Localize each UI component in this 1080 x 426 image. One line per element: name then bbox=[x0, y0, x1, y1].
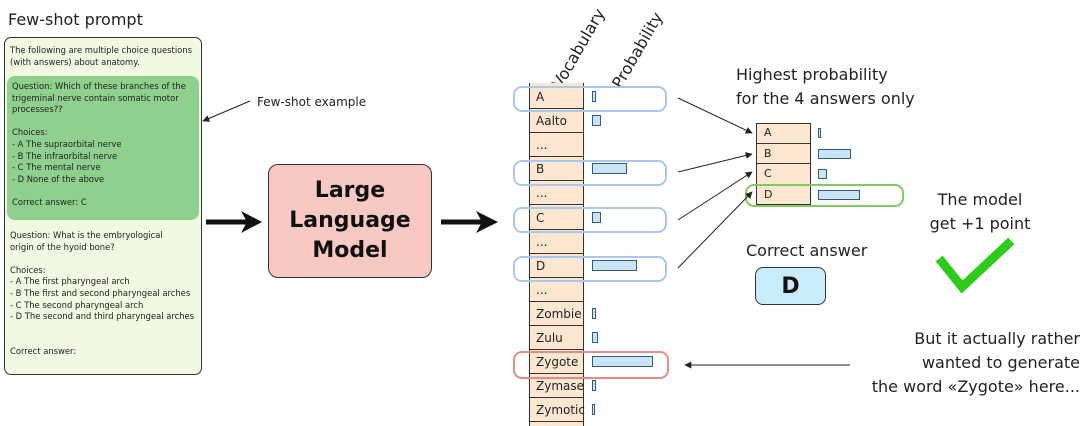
few-shot-example-text: Question: Which of these branches of the… bbox=[12, 81, 186, 207]
arrow-b bbox=[677, 152, 753, 173]
correct-answer-label: Correct answer bbox=[746, 241, 868, 260]
highest-prob-bar bbox=[818, 128, 822, 138]
highest-row-a: A bbox=[756, 123, 811, 144]
prompt-to-llm-arrow bbox=[206, 211, 262, 233]
highlight-c bbox=[513, 207, 667, 233]
highlight-b bbox=[513, 160, 667, 186]
llm-box: Large Language Model bbox=[268, 164, 432, 278]
highest-prob-title: Highest probability for the 4 answers on… bbox=[736, 65, 915, 108]
vocab-prob-bar bbox=[592, 259, 637, 271]
vocab-prob-bar bbox=[592, 356, 654, 368]
correct-answer-box: D bbox=[755, 267, 826, 305]
few-shot-arrow bbox=[202, 100, 251, 122]
vocab-row-zymase: Zymase bbox=[529, 374, 584, 399]
vocab-prob-bar bbox=[592, 404, 595, 416]
arrow-c bbox=[677, 171, 753, 221]
vocab-row-zymotic: Zymotic bbox=[529, 398, 585, 423]
highlight-zygote bbox=[513, 351, 669, 379]
vocab-prob-bar bbox=[592, 211, 602, 223]
vocab-row-aalto: Aalto bbox=[529, 109, 584, 134]
arrow-d bbox=[677, 191, 753, 269]
highest-prob-bar bbox=[818, 169, 827, 179]
prompt-question: Question: What is the embryological orig… bbox=[10, 230, 195, 356]
llm-to-vocab-arrow bbox=[441, 211, 498, 233]
zygote-note: But it actually rather wanted to generat… bbox=[871, 329, 1080, 396]
vocab-prob-bar bbox=[592, 91, 596, 102]
vocab-prob-bar bbox=[592, 163, 627, 175]
few-shot-example-box bbox=[7, 76, 199, 220]
vocab-row-c: C bbox=[529, 206, 584, 230]
vocab-prob-bar bbox=[592, 307, 596, 319]
few-shot-label: Few-shot example bbox=[257, 95, 367, 109]
vocab-row-a: A bbox=[529, 85, 584, 110]
vocab-prob-bar bbox=[592, 332, 598, 343]
highlight-d bbox=[513, 256, 667, 282]
highest-prob-bar bbox=[818, 148, 851, 159]
vocab-row-ellipsis-6: ... bbox=[529, 230, 584, 254]
vocab-prob-bar bbox=[592, 380, 596, 392]
vocab-row-zygote: Zygote bbox=[529, 350, 584, 375]
highest-prob-bar bbox=[818, 189, 860, 200]
model-point-text: The model get +1 point bbox=[929, 190, 1031, 233]
vocab-row-ellipsis-2: ... bbox=[529, 133, 584, 158]
highlight-a bbox=[513, 86, 667, 112]
prompt-title: Few-shot prompt bbox=[8, 10, 143, 29]
prompt-intro: The following are multiple choice questi… bbox=[10, 45, 192, 67]
vocab-column bbox=[529, 83, 584, 426]
highest-row-d: D bbox=[764, 187, 773, 201]
vocab-prob-bar bbox=[592, 115, 602, 127]
vocab-row-zombie: Zombie bbox=[529, 302, 584, 326]
vocab-row-ellipsis-4: ... bbox=[529, 181, 584, 206]
vocab-row-d: D bbox=[529, 254, 584, 278]
vocab-row-b: B bbox=[529, 157, 584, 182]
vocab-row-ellipsis-8: ... bbox=[529, 278, 584, 302]
highest-prob-table bbox=[756, 123, 811, 205]
highest-row-b: B bbox=[756, 144, 811, 164]
check-icon bbox=[935, 237, 1015, 294]
vocab-row-zulu: Zulu bbox=[529, 326, 584, 351]
arrow-a bbox=[677, 97, 753, 134]
llm-label: Large Language Model bbox=[289, 178, 411, 263]
